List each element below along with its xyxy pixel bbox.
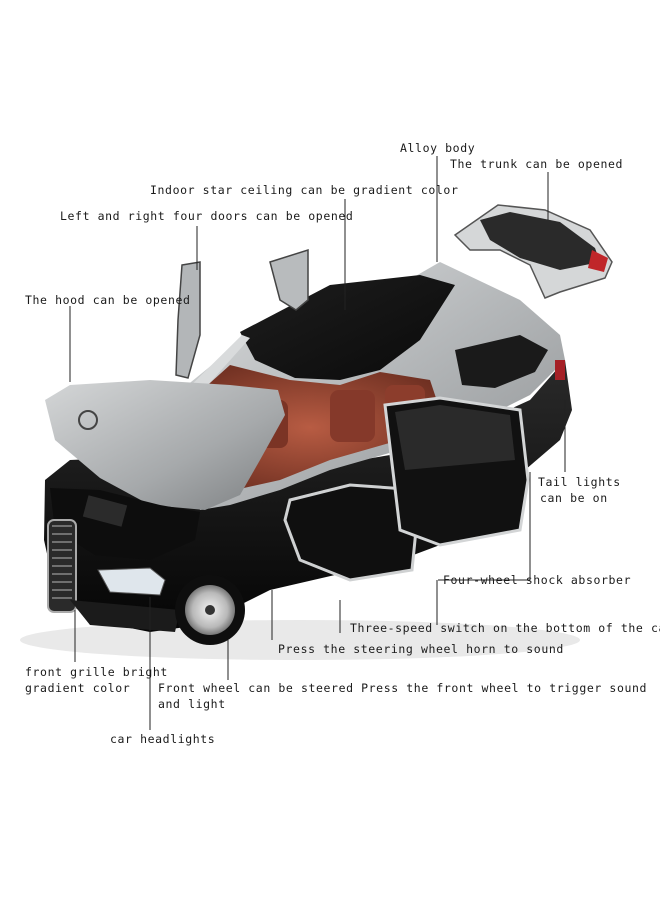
- label-tail-lights-2: can be on: [540, 491, 608, 505]
- car-hood: [45, 380, 285, 510]
- seat-rear: [330, 390, 375, 442]
- label-headlights: car headlights: [110, 732, 216, 746]
- label-grille-2: gradient color: [25, 681, 131, 695]
- front-wheel-hub: [205, 605, 215, 615]
- front-bumper: [70, 600, 180, 632]
- label-hood: The hood can be opened: [25, 293, 191, 307]
- left-front-door-open: [175, 261, 201, 379]
- label-trunk: The trunk can be opened: [450, 157, 624, 171]
- label-alloy-body: Alloy body: [400, 141, 476, 155]
- label-star-ceiling: Indoor star ceiling can be gradient colo…: [150, 183, 459, 197]
- tail-light: [588, 250, 608, 272]
- label-front-wheel-2: and light: [158, 697, 226, 711]
- leader-lines: [69, 156, 566, 730]
- label-tail-lights-1: Tail lights: [538, 475, 621, 489]
- trunk-lid-inner: [480, 212, 600, 270]
- label-horn: Press the steering wheel horn to sound: [278, 642, 564, 656]
- car-roof: [240, 275, 455, 380]
- label-grille-1: front grille bright: [25, 665, 168, 679]
- rear-door-window: [395, 405, 515, 470]
- rear-body-tail-light: [555, 360, 565, 380]
- hood-ornament: [78, 410, 98, 430]
- left-rear-door-open: [269, 248, 309, 311]
- label-four-doors: Left and right four doors can be opened: [60, 209, 354, 223]
- front-door-open: [283, 483, 422, 582]
- label-front-wheel-1: Front wheel can be steered Press the fro…: [158, 681, 648, 695]
- label-shock-absorber: Four-wheel shock absorber: [443, 573, 632, 587]
- headlight: [97, 567, 166, 596]
- rear-side-window: [455, 335, 548, 388]
- engine-cover: [82, 495, 128, 527]
- grille-bars: [52, 525, 72, 599]
- label-three-speed: Three-speed switch on the bottom of the …: [350, 621, 660, 635]
